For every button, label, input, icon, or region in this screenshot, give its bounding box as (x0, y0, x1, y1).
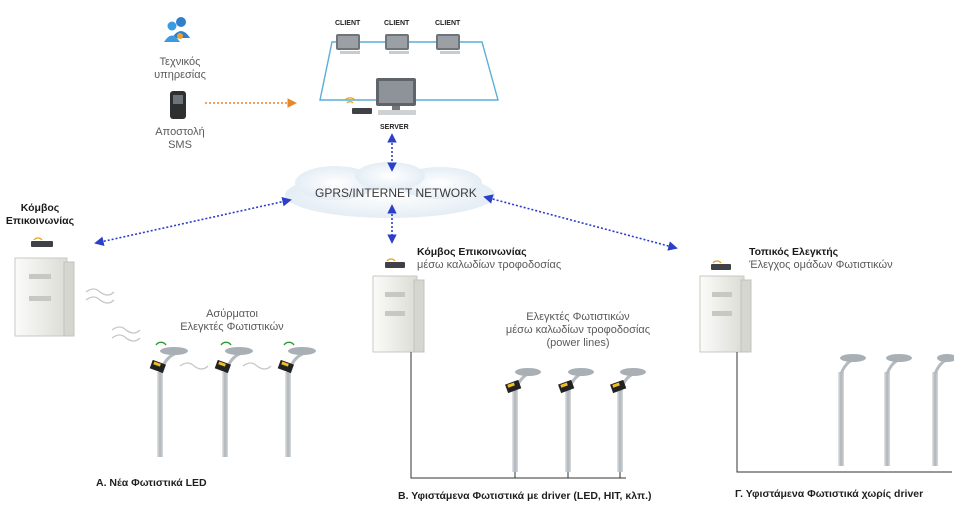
caption-b: Β. Υφιστάμενα Φωτιστικά με driver (LED, … (398, 490, 652, 502)
phone-icon (170, 91, 186, 119)
server-label: SERVER (380, 124, 409, 131)
lan-network (319, 41, 499, 101)
streetlight-icon (884, 354, 912, 466)
streetlight-icon (558, 368, 594, 478)
cabinet-icon (372, 258, 425, 353)
client-computer-icon (385, 34, 409, 54)
local-controller-label: Τοπικός Ελεγκτής Έλεγχος ομάδων Φωτιστικ… (749, 246, 893, 271)
client-computer-icon (436, 34, 460, 54)
network-local-controller-link (483, 194, 678, 251)
cabinet-icon (14, 237, 75, 337)
power-line (736, 352, 952, 473)
client-label: CLIENT (335, 20, 361, 27)
client-computer-icon (336, 34, 360, 54)
power-line (410, 352, 626, 479)
client-label: CLIENT (435, 20, 461, 27)
server-computer-icon (352, 78, 416, 115)
wireless-signal-icon (85, 288, 272, 370)
client-label: CLIENT (384, 20, 410, 27)
streetlight-icon (932, 354, 954, 466)
network-label: GPRS/INTERNET NETWORK (315, 186, 477, 200)
streetlight-icon (610, 368, 646, 478)
cabinet-icon (699, 260, 752, 353)
streetlight-icon (149, 341, 188, 457)
cloud-icon (285, 162, 495, 218)
node-middle-label: Κόμβος Επικοινωνίας μέσω καλωδίων τροφοδ… (417, 246, 562, 271)
streetlight-icon (214, 341, 253, 457)
network-node-left-link (94, 196, 292, 247)
streetlight-icon (505, 368, 541, 478)
streetlight-icon (277, 341, 316, 457)
wireless-signal-icon (344, 97, 356, 104)
caption-c: Γ. Υφιστάμενα Φωτιστικά χωρίς driver (735, 488, 924, 500)
streetlight-icon (838, 354, 866, 466)
caption-a: Α. Νέα Φωτιστικά LED (96, 477, 207, 489)
users-icon (164, 17, 190, 42)
